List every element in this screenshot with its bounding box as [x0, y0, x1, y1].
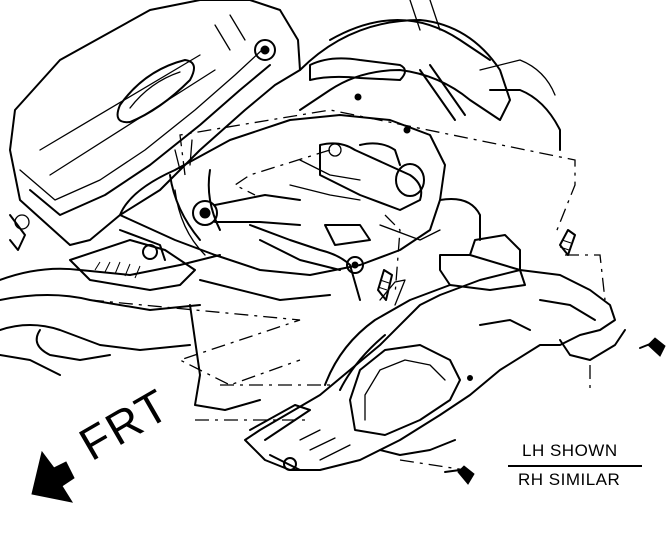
view-note-top: LH SHOWN — [522, 441, 618, 460]
bolt-center — [378, 270, 392, 300]
engine-crossmember — [120, 115, 480, 300]
bolt-lower — [445, 466, 474, 484]
view-note-divider — [508, 465, 642, 467]
upper-frame-rail — [10, 0, 300, 250]
bolt-right — [640, 338, 665, 356]
view-note-bottom: RH SIMILAR — [518, 470, 621, 489]
assembly-leader-lines — [90, 110, 605, 470]
wheelhouse-panel — [300, 0, 560, 150]
trim-panel-assembly — [245, 235, 625, 470]
bolt-upper-right — [560, 230, 575, 255]
front-arrow — [32, 452, 74, 502]
lower-left-structure — [0, 230, 330, 410]
fastener-bolts — [378, 230, 665, 484]
